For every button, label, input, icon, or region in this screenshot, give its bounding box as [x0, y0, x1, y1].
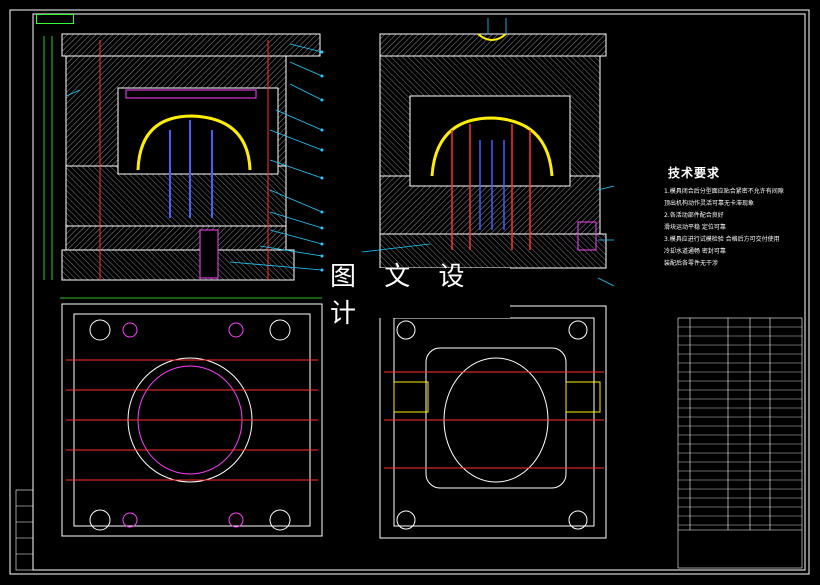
insert-block [117, 87, 279, 175]
top-clamp-plate [61, 33, 321, 57]
side-bottom [379, 233, 607, 269]
tech-requirements-title: 技术要求 [668, 166, 721, 180]
bottom-clamp-plate [61, 249, 295, 281]
cavity-side-plan-view [379, 305, 607, 539]
side-top-plate [379, 33, 607, 57]
drawing-number-tag [36, 14, 74, 24]
tech-note: 顶出机构动作灵活可靠无卡滞现象 [664, 200, 755, 207]
tech-note: 2.各活动部件配合良好 [664, 212, 724, 219]
core-side-plan-view [60, 297, 323, 537]
tech-requirements-notes: 1.模具闭合后分型面应贴合紧密不允许有间隙 顶出机构动作灵活可靠无卡滞现象 2.… [664, 186, 804, 270]
side-section-view [361, 18, 615, 287]
parts-list-table [677, 317, 803, 569]
outer-frame [9, 9, 810, 575]
tech-note: 冷却水道通畅 密封可靠 [664, 248, 726, 255]
tech-note: 1.模具闭合后分型面应贴合紧密不允许有间隙 [664, 188, 784, 195]
inner-frame [32, 13, 806, 571]
front-section-view [43, 33, 324, 281]
core-plate [65, 165, 287, 227]
tech-note: 滑块运动平稳 定位可靠 [664, 224, 726, 231]
tech-note: 装配后各零件无干涉 [664, 260, 719, 267]
support-plate [65, 225, 287, 251]
left-margin-table [15, 489, 34, 571]
tech-note: 3.模具应进行试模检验 合格后方可交付使用 [664, 236, 780, 243]
watermark-label: 图 文 设 计 [330, 262, 510, 329]
product-arc [136, 114, 252, 171]
